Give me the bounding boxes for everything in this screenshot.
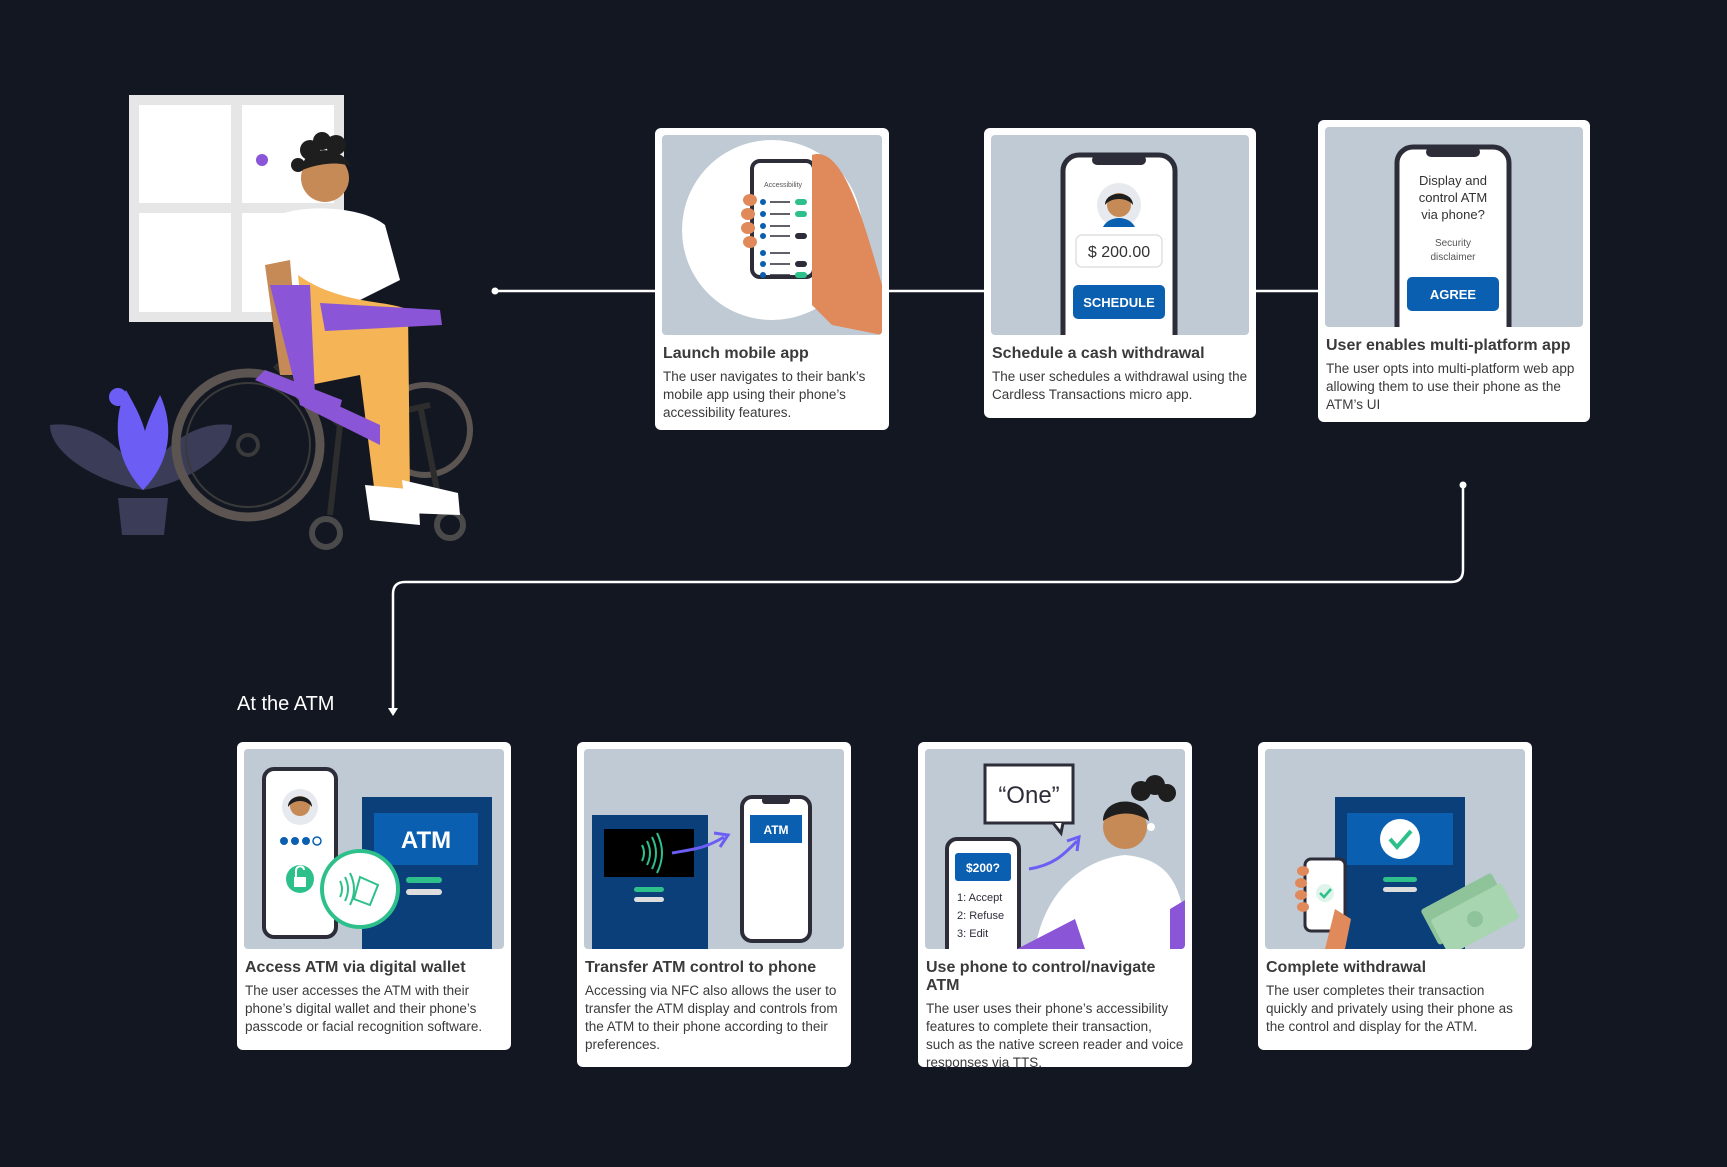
multiplatform-illustration: Display and control ATM via phone? Secur… — [1325, 127, 1583, 327]
step-card-schedule-withdrawal: $ 200.00 SCHEDULE Schedule a cash withdr… — [984, 128, 1256, 418]
wheelchair-illustration — [171, 362, 473, 550]
transfer-control-illustration: ATM — [584, 749, 844, 949]
step-description: The user navigates to their bank’s mobil… — [663, 369, 866, 420]
step-card-control-atm: “One” $200? 1: Accept 2: Refuse 3: Edit … — [918, 742, 1192, 1070]
disclaimer-line-1: Security — [1435, 238, 1471, 249]
launch-app-illustration: Accessibility — [662, 135, 882, 335]
step-title: Access ATM via digital wallet — [245, 959, 466, 976]
nfc-icon — [641, 832, 663, 874]
hand-icon — [1295, 866, 1351, 949]
step-card-access-atm: ATM Access ATM via digital wallet The us… — [237, 742, 511, 1050]
option-refuse: 2: Refuse — [957, 910, 1004, 922]
schedule-illustration: $ 200.00 SCHEDULE — [991, 135, 1249, 335]
schedule-button-label: SCHEDULE — [1083, 295, 1155, 310]
phone-icon — [750, 159, 816, 279]
check-icon — [1380, 819, 1420, 859]
prompt-line-2: control ATM — [1419, 190, 1487, 205]
phone-icon — [262, 767, 338, 939]
step-description: The user opts into multi-platform web ap… — [1326, 361, 1575, 412]
arrow-icon — [1028, 839, 1079, 871]
step-title: User enables multi-platform app — [1326, 337, 1571, 354]
agree-button — [1407, 277, 1499, 311]
step-title: Launch mobile app — [663, 345, 809, 362]
option-accept: 1: Accept — [957, 892, 1002, 904]
nfc-icon — [320, 849, 400, 929]
step-description: Accessing via NFC also allows the user t… — [585, 983, 838, 1052]
atm-label: ATM — [763, 823, 788, 837]
step-card-complete-withdrawal: Complete withdrawal The user completes t… — [1258, 742, 1532, 1050]
schedule-button — [1073, 285, 1165, 319]
step-card-enable-multiplatform: Display and control ATM via phone? Secur… — [1318, 120, 1590, 422]
plant-illustration — [50, 388, 232, 535]
step-title: Use phone to control/navigate ATM — [926, 959, 1156, 994]
arrow-icon — [671, 835, 725, 855]
access-atm-illustration: ATM — [244, 749, 504, 949]
control-atm-illustration: “One” $200? 1: Accept 2: Refuse 3: Edit — [925, 749, 1185, 949]
amount-question: $200? — [966, 861, 1000, 875]
step-title: Transfer ATM control to phone — [585, 959, 817, 976]
person-illustration — [255, 132, 460, 525]
step-description: The user accesses the ATM with their pho… — [245, 983, 483, 1034]
atm-section-heading: At the ATM — [237, 693, 335, 715]
step-description: The user completes their transaction qui… — [1266, 983, 1513, 1034]
option-edit: 3: Edit — [957, 928, 988, 940]
amount-text: $ 200.00 — [1088, 244, 1150, 261]
step-card-transfer-control: ATM Transfer ATM control to phone Access… — [577, 742, 851, 1067]
step-card-launch-app: Accessibility Launch mobile app The user… — [655, 128, 889, 430]
step-title: Schedule a cash withdrawal — [992, 345, 1205, 362]
complete-withdrawal-illustration — [1265, 749, 1525, 949]
cash-icon — [1421, 873, 1519, 949]
agree-button-label: AGREE — [1430, 287, 1477, 302]
hand-icon — [812, 154, 882, 335]
speech-bubble — [983, 763, 1075, 825]
step-description: The user schedules a withdrawal using th… — [992, 369, 1248, 402]
step-title: Complete withdrawal — [1266, 959, 1427, 976]
prompt-line-1: Display and — [1419, 173, 1487, 188]
accessibility-label: Accessibility — [764, 182, 803, 189]
speech-text: “One” — [998, 782, 1059, 809]
disclaimer-line-2: disclaimer — [1430, 252, 1476, 263]
atm-label: ATM — [401, 827, 451, 854]
hero-illustration — [50, 95, 473, 550]
prompt-line-3: via phone? — [1421, 207, 1485, 222]
step-description: The user uses their phone’s accessibilit… — [926, 1001, 1184, 1070]
